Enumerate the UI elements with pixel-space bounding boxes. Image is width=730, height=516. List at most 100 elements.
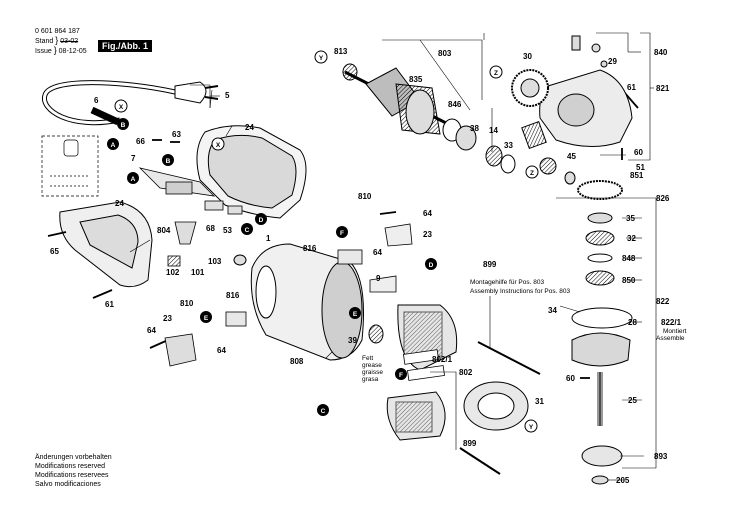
gear-head-housing bbox=[539, 69, 633, 148]
part-number: 101 bbox=[191, 268, 205, 277]
part-number: 802 bbox=[459, 368, 473, 377]
svg-text:B: B bbox=[121, 122, 126, 129]
part-number: 30 bbox=[523, 52, 532, 61]
montiert-note: 822/1 Montiert Assemble bbox=[656, 318, 687, 342]
note-line: Modifications reserved bbox=[35, 463, 106, 470]
svg-text:E: E bbox=[353, 311, 358, 318]
part-number: 808 bbox=[290, 357, 304, 366]
part-number: 1 bbox=[266, 234, 271, 243]
part-number: 45 bbox=[567, 152, 576, 161]
figure-label: Fig./Abb. 1 bbox=[98, 40, 152, 52]
marker-E-1: E bbox=[200, 311, 212, 323]
part-number: 29 bbox=[608, 57, 617, 66]
marker-F-1: F bbox=[336, 226, 348, 238]
part-number: 60 bbox=[634, 148, 643, 157]
marker-A-1: A bbox=[107, 138, 119, 150]
motor-housing bbox=[250, 243, 364, 361]
part-number: 802/1 bbox=[432, 355, 453, 364]
marker-F-2: F bbox=[395, 368, 407, 380]
svg-text:graisse: graisse bbox=[362, 369, 383, 376]
part-number: 205 bbox=[616, 476, 630, 485]
part-number: 822 bbox=[656, 297, 670, 306]
part-number: 5 bbox=[225, 91, 230, 100]
svg-text:grease: grease bbox=[362, 362, 382, 369]
bevel-gear-30 bbox=[511, 69, 549, 107]
note-line: Salvo modificaciones bbox=[35, 481, 101, 488]
switch-assembly bbox=[138, 167, 243, 267]
gear-bracket bbox=[521, 120, 547, 150]
pinion-45 bbox=[539, 157, 576, 185]
part-number: 848 bbox=[622, 254, 636, 263]
part-number: 6 bbox=[94, 96, 99, 105]
part-number: 64 bbox=[147, 326, 156, 335]
svg-text:X: X bbox=[216, 142, 221, 149]
marker-Y-1: Y bbox=[314, 50, 328, 64]
part-number: 826 bbox=[656, 194, 670, 203]
handle-housing-lower bbox=[59, 201, 153, 288]
marker-Y-2: Y bbox=[524, 419, 538, 433]
bearing-813 bbox=[342, 63, 358, 81]
spindle-stack bbox=[571, 180, 633, 485]
armature bbox=[344, 67, 453, 135]
svg-text:Z: Z bbox=[494, 70, 498, 77]
part-number: 63 bbox=[172, 130, 181, 139]
part-number: 64 bbox=[423, 209, 432, 218]
marker-A-2: A bbox=[127, 172, 139, 184]
part-number: 33 bbox=[504, 141, 513, 150]
svg-text:X: X bbox=[119, 104, 124, 111]
part-number: 64 bbox=[217, 346, 226, 355]
svg-text:F: F bbox=[340, 230, 344, 237]
svg-text:D: D bbox=[259, 217, 264, 224]
part-number: 102 bbox=[166, 268, 180, 277]
svg-text:E: E bbox=[204, 315, 209, 322]
part-number: 51 bbox=[636, 163, 645, 172]
part-number: 850 bbox=[622, 276, 636, 285]
part-number: 893 bbox=[654, 452, 668, 461]
part-number: 803 bbox=[438, 49, 452, 58]
switch-schematic bbox=[41, 135, 99, 197]
plug bbox=[174, 81, 219, 104]
part-number: 34 bbox=[548, 306, 557, 315]
part-number: 851 bbox=[630, 171, 644, 180]
marker-B-2: B bbox=[162, 154, 174, 166]
fan-baffle bbox=[463, 381, 529, 431]
part-number: 24 bbox=[115, 199, 124, 208]
part-number: 810 bbox=[180, 299, 194, 308]
svg-text:A: A bbox=[111, 142, 116, 149]
doc-number: 0 601 864 187 bbox=[35, 28, 80, 35]
part-number: 24 bbox=[245, 123, 254, 132]
callout-lines bbox=[129, 32, 657, 481]
part-number: 31 bbox=[535, 397, 544, 406]
marker-E-2: E bbox=[349, 307, 361, 319]
part-number: 38 bbox=[470, 124, 479, 133]
part-number: 813 bbox=[334, 47, 348, 56]
part-number: 7 bbox=[131, 154, 136, 163]
svg-text:Assemble: Assemble bbox=[656, 335, 685, 342]
part-number: 816 bbox=[226, 291, 240, 300]
svg-text:Y: Y bbox=[319, 55, 324, 62]
svg-text:D: D bbox=[429, 262, 434, 269]
part-number: 66 bbox=[136, 137, 145, 146]
part-number: 810 bbox=[358, 192, 372, 201]
part-number: 840 bbox=[654, 48, 668, 57]
part-number: 32 bbox=[627, 234, 636, 243]
svg-text:Y: Y bbox=[529, 424, 534, 431]
part-number: 39 bbox=[348, 336, 357, 345]
part-number: 28 bbox=[628, 318, 637, 327]
assembly-rods bbox=[459, 341, 541, 475]
marker-B-1: B bbox=[117, 118, 129, 130]
spindle-lock bbox=[571, 35, 608, 68]
svg-text:A: A bbox=[131, 176, 136, 183]
handle-housing-upper bbox=[196, 125, 307, 219]
part-number: 821 bbox=[656, 84, 670, 93]
svg-text:822/1: 822/1 bbox=[661, 318, 682, 327]
part-number: 64 bbox=[373, 248, 382, 257]
part-number: 65 bbox=[50, 247, 59, 256]
marker-Z-2: Z bbox=[525, 165, 539, 179]
note-line: Modifications reservees bbox=[35, 472, 109, 479]
svg-text:B: B bbox=[166, 158, 171, 165]
svg-text:C: C bbox=[245, 227, 250, 234]
insulation-plates bbox=[403, 349, 445, 381]
marker-D-1: D bbox=[255, 213, 267, 225]
